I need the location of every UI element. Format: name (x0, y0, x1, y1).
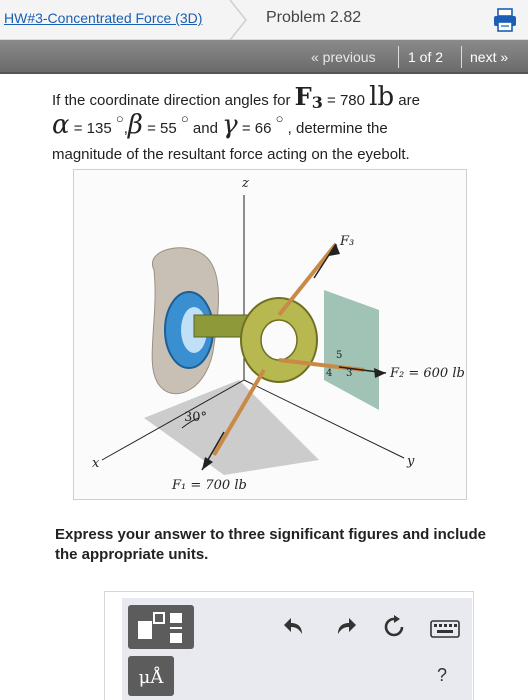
f3-arrowhead-icon (329, 244, 340, 256)
breadcrumb-chevron-icon (229, 0, 247, 40)
force-unit: lb (369, 82, 395, 112)
nav-divider (461, 46, 462, 68)
undo-icon[interactable] (282, 614, 308, 640)
yz-plane-shade (324, 290, 379, 410)
gamma-value: = 66 (237, 120, 276, 137)
units-label: μÅ (138, 667, 164, 688)
keyboard-icon[interactable] (430, 616, 460, 642)
problem-title: Problem 2.82 (266, 9, 362, 26)
previous-link[interactable]: « previous (311, 49, 376, 65)
gamma-symbol: γ (222, 110, 238, 140)
f1-arrowhead-icon (202, 457, 213, 470)
units-button[interactable]: μÅ (128, 656, 174, 696)
nav-divider (398, 46, 399, 68)
y-axis (243, 379, 405, 459)
question-line-1: If the coordinate direction angles for F… (52, 82, 420, 112)
alpha-value: = 135 (69, 120, 116, 137)
f1-label: F₁ = 700 lb (172, 478, 247, 493)
force-symbol: F (294, 82, 312, 111)
force-subscript: 3 (311, 93, 323, 112)
answer-instruction: Express your answer to three significant… (55, 526, 486, 563)
f2-label: F₂ = 600 lb (390, 366, 465, 381)
templates-button[interactable] (128, 605, 194, 649)
templates-icon (138, 612, 182, 643)
question-text: are (394, 92, 420, 109)
breadcrumb-assignment-link[interactable]: HW#3-Concentrated Force (3D) (4, 10, 203, 26)
degree-symbol: ○ (115, 111, 124, 126)
x-axis (101, 379, 245, 461)
beta-symbol: β (127, 110, 143, 140)
f2-arrowhead-icon (374, 368, 386, 378)
top-header: HW#3-Concentrated Force (3D) Problem 2.8… (0, 0, 528, 40)
f1-rope (212, 368, 266, 457)
eyebolt-ring-hole (260, 319, 298, 361)
angle-label: 30° (184, 410, 208, 425)
angle-arc (181, 417, 200, 429)
f3-rope (277, 242, 338, 317)
z-axis-label: z (242, 176, 249, 191)
ratio-4-label: 4 (326, 368, 333, 379)
degree-symbol: ○ (180, 111, 189, 126)
x-axis-label: x (92, 456, 100, 471)
f3-arrow-line (313, 243, 337, 279)
redo-icon[interactable] (332, 614, 358, 640)
question-text: and (188, 120, 223, 137)
eyebolt-figure: z x y F₃ F₂ = 600 lb F₁ = 700 lb 30° 5 4… (73, 169, 467, 500)
problem-navigation-bar: « previous 1 of 2 next » (0, 40, 528, 74)
help-button[interactable]: ? (437, 665, 448, 685)
ratio-5-label: 5 (336, 350, 343, 361)
force-value: = 780 (322, 92, 370, 109)
degree-symbol: ○ (275, 111, 284, 126)
ratio-3-label: 3 (346, 368, 353, 379)
y-axis-label: y (407, 454, 415, 469)
comma: , (123, 120, 128, 137)
alpha-symbol: α (52, 110, 70, 140)
f3-label: F₃ (340, 234, 355, 249)
beta-value: = 55 (142, 120, 181, 137)
question-text: , determine the (283, 120, 388, 137)
question-line-3: magnitude of the resultant force acting … (52, 146, 410, 163)
next-link[interactable]: next » (470, 49, 509, 65)
eyebolt-diagram (101, 195, 405, 475)
question-line-2: α = 135 ○,β = 55 ○ and γ = 66 ○ , determ… (52, 110, 388, 140)
problem-count: 1 of 2 (408, 49, 444, 65)
question-text: If the coordinate direction angles for (52, 92, 295, 109)
printer-icon[interactable] (492, 7, 518, 33)
reset-icon[interactable] (381, 614, 407, 640)
